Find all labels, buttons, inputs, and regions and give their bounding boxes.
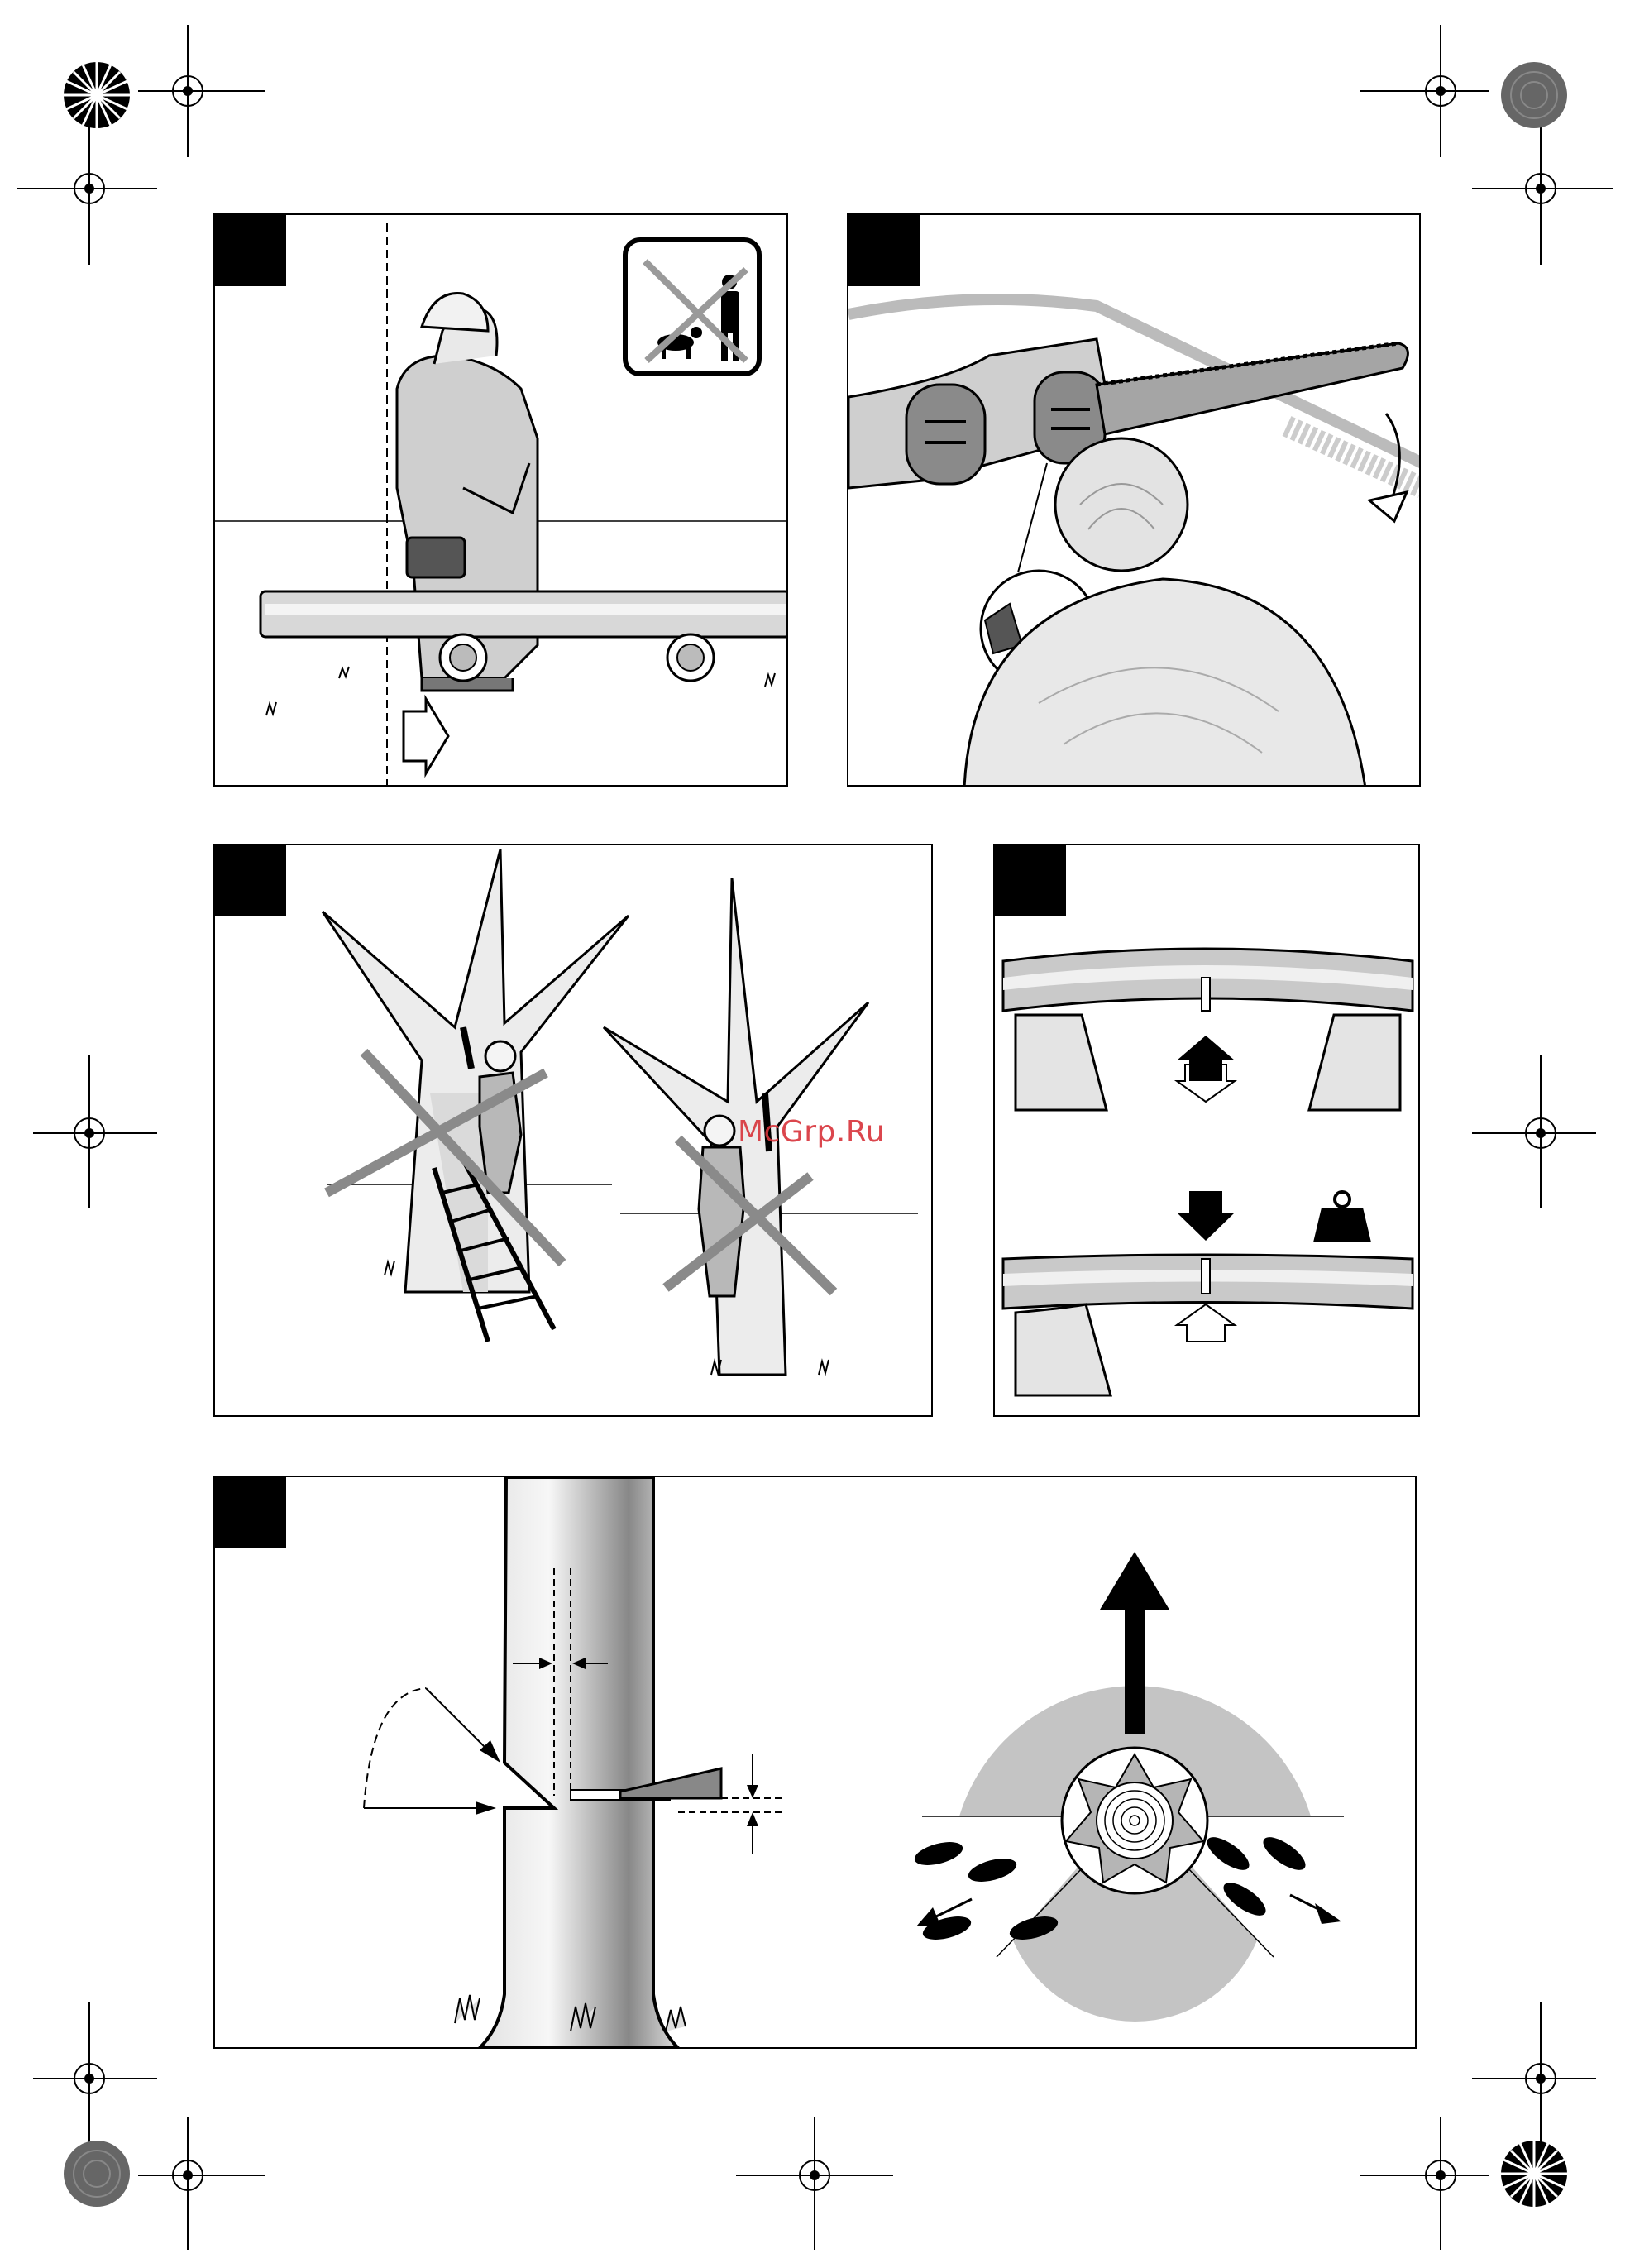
panel-no-ladder-no-climbing: McGrp.Ru — [213, 844, 933, 1417]
watermark-text: McGrp.Ru — [738, 1115, 885, 1149]
weight-icon — [1313, 1192, 1371, 1242]
felling-notch-illustration — [215, 1477, 1417, 2049]
no-people-animals-icon — [622, 237, 762, 377]
chainsaw-illustration — [848, 215, 1421, 787]
panel-chainsaw-bucking-spike — [847, 213, 1421, 787]
panel-tree-felling-notch — [213, 1476, 1417, 2049]
panel-operator-log-cutting — [213, 213, 788, 787]
panel-log-support-bending — [993, 844, 1420, 1417]
log-bending-illustration — [995, 845, 1420, 1417]
